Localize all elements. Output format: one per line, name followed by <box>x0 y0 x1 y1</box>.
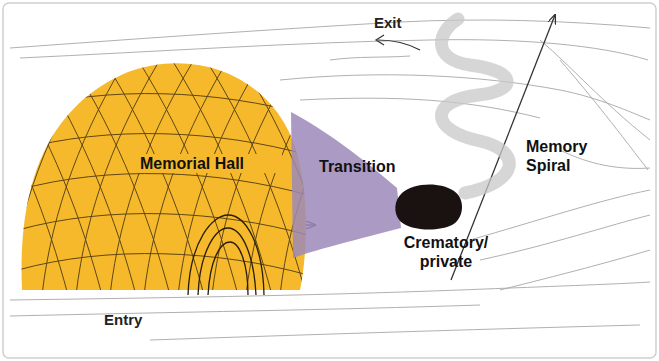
exit-label: Exit <box>374 14 402 31</box>
shape-outline <box>315 140 395 240</box>
frame <box>3 3 656 358</box>
memory-spiral: Memory Spiral <box>500 15 610 177</box>
transition-band: Transition <box>315 140 413 240</box>
node-text: Crematory/ private <box>388 233 504 271</box>
terrain-sketch <box>10 20 650 340</box>
crematory-blob: Crematory/ private <box>396 185 506 280</box>
node-text: Memorial Hall <box>138 154 282 173</box>
entry-label: Entry <box>104 311 142 328</box>
exit-arrow <box>378 40 420 50</box>
node-text: Transition <box>317 157 411 176</box>
memorial-hall-dome: Memorial Hall <box>18 50 288 290</box>
node-text: Memory Spiral <box>524 137 604 175</box>
exit-arrowhead <box>376 35 384 45</box>
